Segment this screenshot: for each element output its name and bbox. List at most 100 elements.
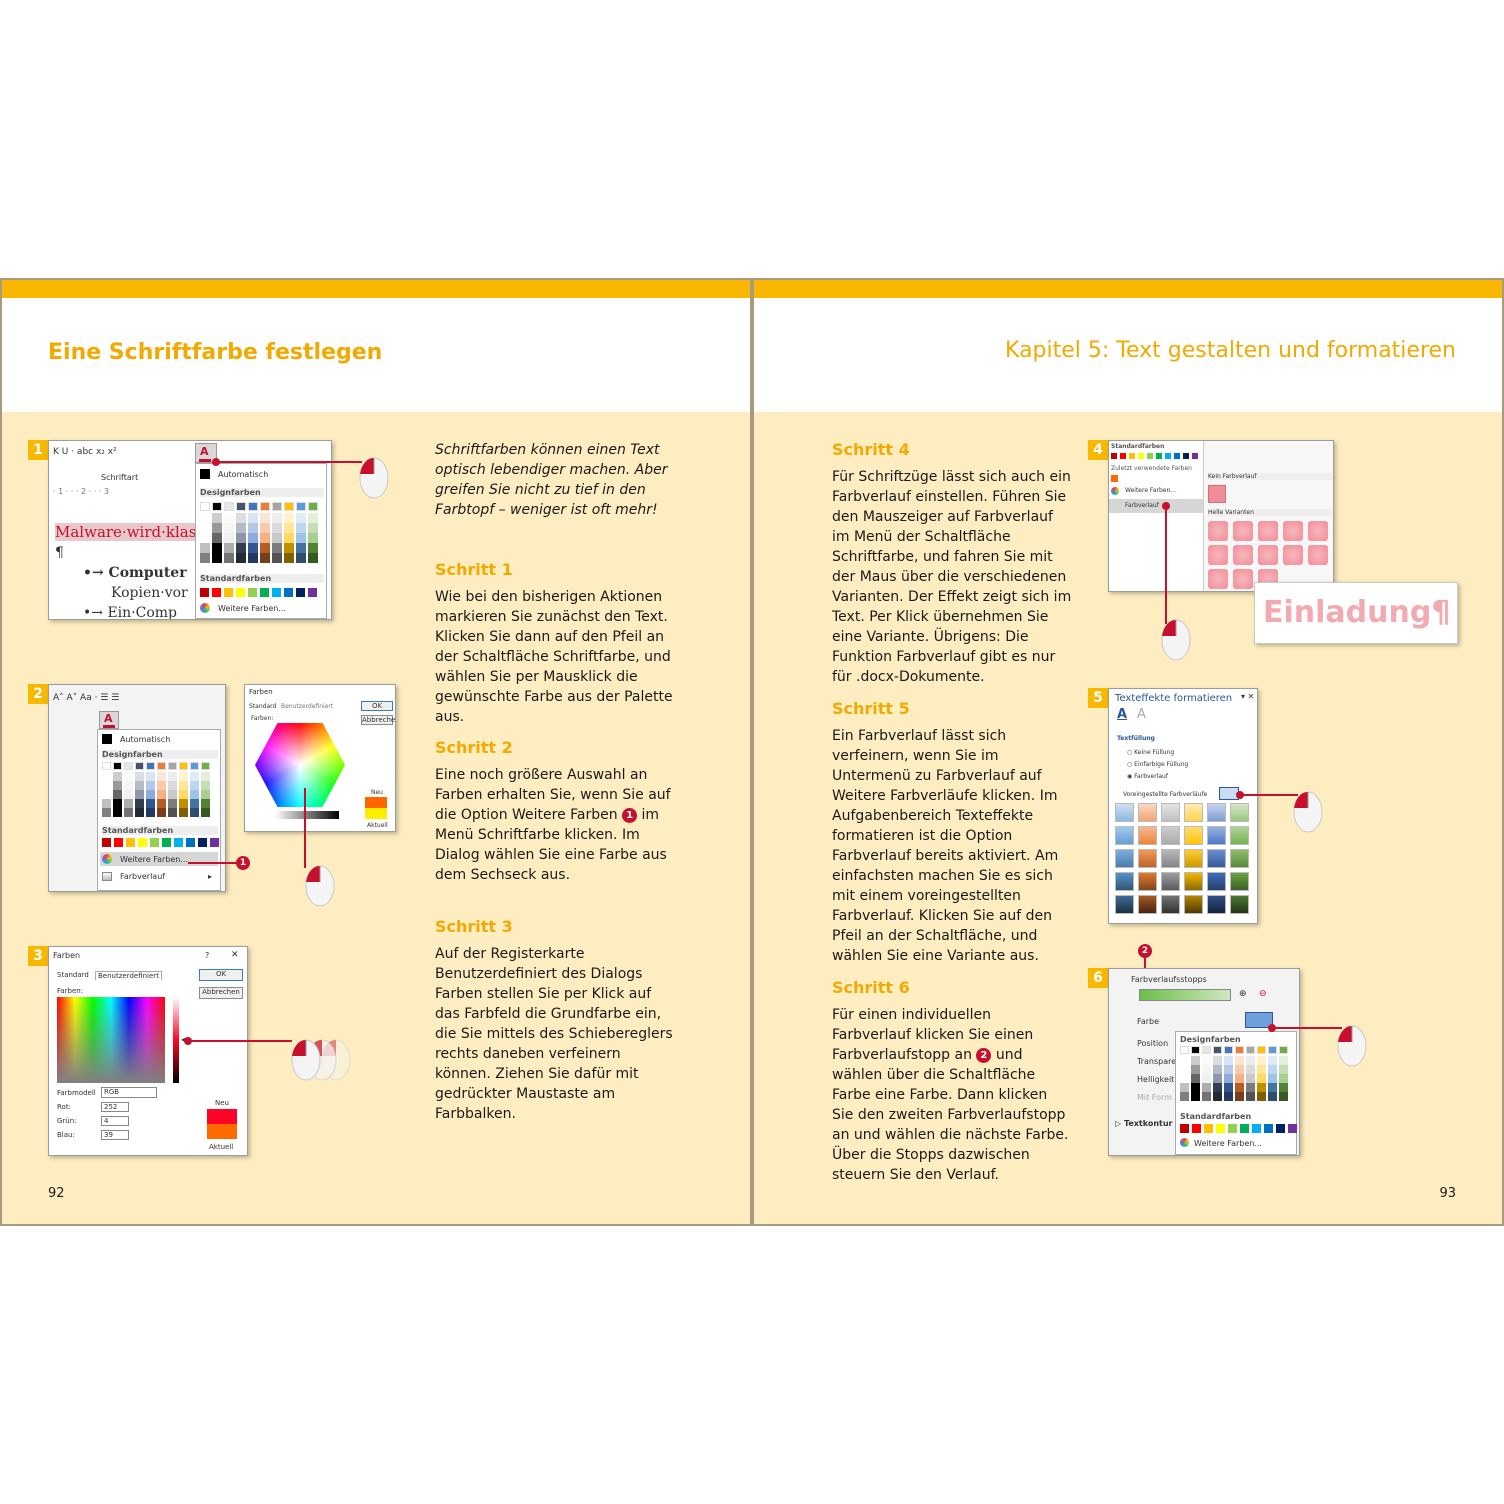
- palette-column[interactable]: [1202, 1046, 1211, 1104]
- standard-color-swatch[interactable]: [186, 838, 195, 847]
- standard-color-swatch[interactable]: [102, 838, 111, 847]
- standard-color-swatch[interactable]: [210, 838, 219, 847]
- menu-item-more-colors[interactable]: Weitere Farben...: [218, 604, 286, 613]
- text-outline-icon[interactable]: A: [1137, 707, 1146, 722]
- palette-column[interactable]: [190, 762, 199, 822]
- standard-color-swatch[interactable]: [1165, 453, 1171, 459]
- recent-color-swatch[interactable]: [1111, 475, 1118, 482]
- menu-item-gradient[interactable]: Farbverlauf: [120, 872, 166, 881]
- luminance-slider[interactable]: [173, 997, 179, 1083]
- color-hexagon[interactable]: [255, 723, 345, 807]
- option-no-fill[interactable]: ○ Keine Füllung: [1127, 749, 1175, 756]
- gradient-variant-swatch[interactable]: [1258, 521, 1278, 541]
- standard-color-swatch[interactable]: [150, 838, 159, 847]
- rotate-with-shape-label[interactable]: Mit Form: [1137, 1093, 1172, 1102]
- preset-gradient-swatch[interactable]: [1207, 872, 1226, 891]
- standard-color-swatch[interactable]: [308, 588, 317, 597]
- palette-column[interactable]: [1224, 1046, 1233, 1104]
- standard-color-swatch[interactable]: [174, 838, 183, 847]
- standard-color-swatch[interactable]: [162, 838, 171, 847]
- palette-column[interactable]: [135, 762, 144, 822]
- preset-gradient-swatch[interactable]: [1184, 826, 1203, 845]
- preset-gradient-swatch[interactable]: [1207, 895, 1226, 914]
- gradient-variant-swatch[interactable]: [1233, 545, 1253, 565]
- palette-column[interactable]: [200, 502, 210, 566]
- palette-column[interactable]: [1213, 1046, 1222, 1104]
- gradient-variant-swatch[interactable]: [1308, 545, 1328, 565]
- blue-input[interactable]: 39: [101, 1130, 129, 1140]
- slider-arrow-icon[interactable]: ◂: [181, 1035, 186, 1044]
- palette-column[interactable]: [1268, 1046, 1277, 1104]
- preset-gradient-swatch[interactable]: [1184, 872, 1203, 891]
- remove-stop-icon[interactable]: ⊖: [1259, 989, 1267, 999]
- preset-gradient-swatch[interactable]: [1184, 849, 1203, 868]
- palette-column[interactable]: [1279, 1046, 1288, 1104]
- standard-color-swatch[interactable]: [260, 588, 269, 597]
- preset-gradient-swatch[interactable]: [1207, 803, 1226, 822]
- preset-gradient-swatch[interactable]: [1161, 849, 1180, 868]
- preset-gradient-swatch[interactable]: [1207, 849, 1226, 868]
- ok-button[interactable]: OK: [361, 701, 393, 711]
- preset-gradient-swatch[interactable]: [1161, 895, 1180, 914]
- gradient-stop-bar[interactable]: [1139, 989, 1231, 1001]
- preset-gradient-swatch[interactable]: [1115, 803, 1134, 822]
- text-fill-icon[interactable]: A: [1117, 707, 1128, 722]
- menu-item-automatic[interactable]: Automatisch: [218, 470, 269, 479]
- standard-color-swatch[interactable]: [126, 838, 135, 847]
- menu-item-more-colors[interactable]: Weitere Farben...: [120, 855, 188, 864]
- standard-color-swatch[interactable]: [1288, 1124, 1297, 1133]
- color-model-select[interactable]: RGB: [101, 1087, 157, 1098]
- preset-gradient-swatch[interactable]: [1230, 872, 1249, 891]
- palette-column[interactable]: [201, 762, 210, 822]
- standard-color-swatch[interactable]: [198, 838, 207, 847]
- ok-button[interactable]: OK: [199, 969, 243, 981]
- standard-color-swatch[interactable]: [1204, 1124, 1213, 1133]
- palette-column[interactable]: [179, 762, 188, 822]
- preset-gradient-swatch[interactable]: [1230, 895, 1249, 914]
- palette-column[interactable]: [296, 502, 306, 566]
- standard-color-swatch[interactable]: [1138, 453, 1144, 459]
- font-color-button[interactable]: A: [99, 711, 119, 729]
- close-icon[interactable]: ✕: [231, 950, 239, 960]
- palette-column[interactable]: [124, 762, 133, 822]
- palette-column[interactable]: [1180, 1046, 1189, 1104]
- gradient-variant-swatch[interactable]: [1233, 521, 1253, 541]
- palette-column[interactable]: [146, 762, 155, 822]
- preset-gradient-swatch[interactable]: [1161, 803, 1180, 822]
- preset-gradient-swatch[interactable]: [1230, 826, 1249, 845]
- standard-color-swatch[interactable]: [212, 588, 221, 597]
- cancel-button[interactable]: Abbrechen: [199, 987, 243, 999]
- preset-gradient-swatch[interactable]: [1230, 803, 1249, 822]
- palette-column[interactable]: [236, 502, 246, 566]
- standard-color-swatch[interactable]: [1240, 1124, 1249, 1133]
- color-picker-button[interactable]: [1245, 1012, 1273, 1028]
- standard-color-swatch[interactable]: [1129, 453, 1135, 459]
- preset-gradient-swatch[interactable]: [1184, 803, 1203, 822]
- tab-custom[interactable]: Benutzerdefiniert: [281, 703, 334, 710]
- color-field[interactable]: [57, 997, 165, 1083]
- standard-color-swatch[interactable]: [1111, 453, 1117, 459]
- standard-color-swatch[interactable]: [1252, 1124, 1261, 1133]
- standard-color-swatch[interactable]: [1183, 453, 1189, 459]
- design-color-palette[interactable]: [200, 502, 324, 566]
- preset-gradient-swatch[interactable]: [1138, 849, 1157, 868]
- cancel-button[interactable]: Abbrechen: [361, 715, 396, 725]
- standard-color-swatch[interactable]: [1156, 453, 1162, 459]
- palette-column[interactable]: [308, 502, 318, 566]
- standard-color-swatch[interactable]: [1276, 1124, 1285, 1133]
- gradient-variant-swatch[interactable]: [1283, 545, 1303, 565]
- preset-gradient-swatch[interactable]: [1115, 872, 1134, 891]
- menu-item-automatic[interactable]: Automatisch: [120, 735, 171, 744]
- preset-gradient-swatch[interactable]: [1161, 826, 1180, 845]
- palette-column[interactable]: [284, 502, 294, 566]
- help-button[interactable]: ?: [205, 951, 210, 960]
- standard-color-swatch[interactable]: [1174, 453, 1180, 459]
- preset-gradient-swatch[interactable]: [1138, 872, 1157, 891]
- preset-gradient-swatch[interactable]: [1138, 826, 1157, 845]
- grayscale-row[interactable]: [275, 811, 339, 819]
- option-gradient[interactable]: ◉ Farbverlauf: [1127, 773, 1168, 780]
- preset-gradient-swatch[interactable]: [1184, 895, 1203, 914]
- tab-custom[interactable]: Benutzerdefiniert: [95, 971, 162, 980]
- palette-column[interactable]: [157, 762, 166, 822]
- tab-standard[interactable]: Standard: [57, 971, 89, 979]
